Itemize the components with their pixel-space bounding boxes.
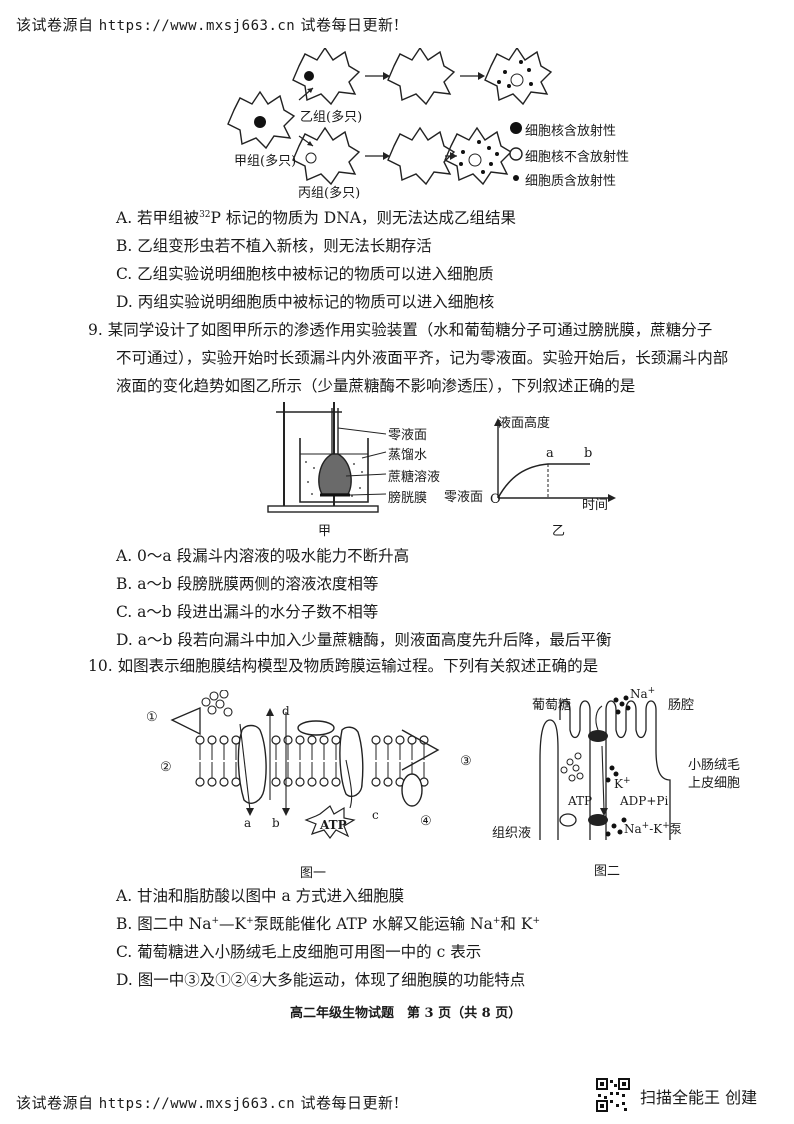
jia-label-water: 蒸馏水 <box>388 448 428 463</box>
group-bing-label: 丙组(多只) <box>298 186 361 201</box>
scanner-watermark: 扫描全能王 创建 <box>640 1088 758 1107</box>
yi-ylabel: 液面高度 <box>498 416 551 431</box>
fig1-arrow-c: c <box>372 808 379 822</box>
q9-option-c[interactable]: C. a～b 段进出漏斗的水分子数不相等 <box>116 603 379 621</box>
legend-1: 细胞核含放射性 <box>525 124 617 139</box>
fig1-label-4: ④ <box>420 814 432 829</box>
q10-option-b[interactable]: B. 图二中 Na+—K+泵既能催化 ATP 水解又能运输 Na+和 K+ <box>116 915 540 933</box>
q9-stem-line-1: 9. 某同学设计了如图甲所示的渗透作用实验装置（水和葡萄糖分子可通过膀胱膜，蔗糖… <box>88 321 713 339</box>
fig1-caption: 图一 <box>300 866 327 881</box>
fig2-pump-end: 泵 <box>669 822 682 836</box>
fig1-label-3: ③ <box>460 754 472 769</box>
q8-option-a[interactable]: A. 若甲组被32P 标记的物质为 DNA，则无法达成乙组结果 <box>116 206 516 228</box>
fig2-tissue: 组织液 <box>492 826 532 841</box>
fig2-pump-k: -K <box>649 822 663 836</box>
group-yi-label: 乙组(多只) <box>300 110 363 125</box>
yi-origin: O <box>490 492 501 507</box>
q10-option-a[interactable]: A. 甘油和脂肪酸以图中 a 方式进入细胞膜 <box>116 887 405 905</box>
amoeba-yi-2 <box>387 48 455 105</box>
q8-amoeba-diagram <box>227 48 552 185</box>
jia-label-zero: 零液面 <box>388 428 428 443</box>
q8-option-a-pre: A. 若甲组被 <box>116 209 200 227</box>
amoeba-bing-1 <box>292 127 360 185</box>
footer-tail: 试卷每日更新! <box>300 1094 401 1112</box>
amoeba-bing-3 <box>444 127 512 185</box>
legend-cytoplasm-radioactive-icon <box>513 175 519 181</box>
jia-label-membrane: 膀胱膜 <box>388 491 428 506</box>
header-source-text: 该试卷源自 <box>16 16 94 34</box>
q8-option-c[interactable]: C. 乙组实验说明细胞核中被标记的物质可以进入细胞质 <box>116 265 494 283</box>
fig2-caption: 图二 <box>594 864 621 879</box>
fig1-label-1: ① <box>146 710 158 725</box>
fig1-arrow-b: b <box>272 816 280 830</box>
q8-option-a-post: P 标记的物质为 DNA，则无法达成乙组结果 <box>210 209 516 227</box>
q8-option-b[interactable]: B. 乙组变形虫若不植入新核，则无法长期存活 <box>116 237 432 255</box>
yi-zero-label: 零液面 <box>444 490 484 505</box>
q9-option-d[interactable]: D. a～b 段若向漏斗中加入少量蔗糖酶，则液面高度先升后降，最后平衡 <box>116 631 612 649</box>
q10-option-b-end: 和 K <box>500 915 533 933</box>
q10-fig1-membrane <box>170 690 440 839</box>
footer-source: 该试卷源自 https://www.mxsj663.cn 试卷每日更新! <box>16 1092 400 1113</box>
header-url[interactable]: https://www.mxsj663.cn <box>98 18 296 34</box>
q8-option-d[interactable]: D. 丙组实验说明细胞质中被标记的物质可以进入细胞核 <box>116 293 495 311</box>
fig1-atp: ATP <box>320 818 347 832</box>
footer-url[interactable]: https://www.mxsj663.cn <box>98 1096 296 1112</box>
fig2-adp: ADP+Pi <box>620 794 669 808</box>
fig2-na: Na+ <box>630 686 656 701</box>
fig1-arrow-d: d <box>282 704 290 718</box>
jia-label-sucrose: 蔗糖溶液 <box>388 470 441 485</box>
amoeba-yi-1 <box>292 48 360 105</box>
q9-fig-yi <box>494 418 616 502</box>
header-tail: 试卷每日更新! <box>300 16 401 34</box>
yi-xlabel: 时间 <box>582 498 609 513</box>
legend-3: 细胞质含放射性 <box>525 174 617 189</box>
fig1-arrow-a: a <box>244 816 252 830</box>
legend-nucleus-radioactive-icon <box>510 122 522 134</box>
fig1-label-2: ② <box>160 760 172 775</box>
yi-point-a: a <box>546 446 554 461</box>
amoeba-bing-2 <box>387 127 455 185</box>
q10-option-b-mid: —K <box>219 915 247 933</box>
q9-fig-jia <box>267 402 387 513</box>
footer-source-text: 该试卷源自 <box>16 1094 94 1112</box>
q9-stem-line-2: 不可通过），实验开始时长颈漏斗内外液面平齐，记为零液面。实验开始后，长颈漏斗内部 <box>116 349 729 367</box>
header-source: 该试卷源自 https://www.mxsj663.cn 试卷每日更新! <box>16 14 400 35</box>
fig2-lumen: 肠腔 <box>668 698 695 713</box>
group-jia-label: 甲组(多只) <box>234 154 297 169</box>
q9-option-a[interactable]: A. 0～a 段漏斗内溶液的吸水能力不断升高 <box>116 547 410 565</box>
qr-code-icon <box>596 1078 630 1112</box>
q9-option-b[interactable]: B. a～b 段膀胱膜两侧的溶液浓度相等 <box>116 575 379 593</box>
yi-point-b: b <box>584 446 593 461</box>
legend-nucleus-nonradioactive-icon <box>509 147 523 161</box>
fig2-villus-2: 上皮细胞 <box>688 776 741 791</box>
page-footer: 高二年级生物试题 第 3 页（共 8 页） <box>290 1006 522 1021</box>
q8-option-a-sup: 32 <box>199 209 211 220</box>
legend-2: 细胞核不含放射性 <box>525 150 630 165</box>
jia-caption: 甲 <box>318 524 332 539</box>
q9-stem-line-3: 液面的变化趋势如图乙所示（少量蔗糖酶不影响渗透压），下列叙述正确的是 <box>116 377 636 395</box>
q10-option-d[interactable]: D. 图一中③及①②④大多能运动，体现了细胞膜的功能特点 <box>116 971 526 989</box>
fig2-pump: Na+-K+泵 <box>624 821 682 836</box>
fig2-glucose: 葡萄糖 <box>532 698 572 713</box>
fig2-villus-1: 小肠绒毛 <box>688 758 741 773</box>
q10-option-c[interactable]: C. 葡萄糖进入小肠绒毛上皮细胞可用图一中的 c 表示 <box>116 943 482 961</box>
amoeba-yi-3 <box>484 48 552 105</box>
q10-stem: 10. 如图表示细胞膜结构模型及物质跨膜运输过程。下列有关叙述正确的是 <box>88 657 599 675</box>
q10-option-b-mid2: 泵既能催化 ATP 水解又能运输 Na <box>253 915 493 933</box>
fig2-k: K+ <box>614 776 631 791</box>
amoeba-jia <box>227 91 295 149</box>
q10-option-b-pre: B. 图二中 Na <box>116 915 212 933</box>
q10-fig2-epithelium <box>539 695 671 840</box>
yi-caption: 乙 <box>552 524 566 539</box>
fig2-pump-na: Na <box>624 822 642 836</box>
fig2-k-text: K <box>614 777 623 791</box>
fig2-atp: ATP <box>568 794 593 808</box>
fig2-na-text: Na <box>630 687 648 701</box>
